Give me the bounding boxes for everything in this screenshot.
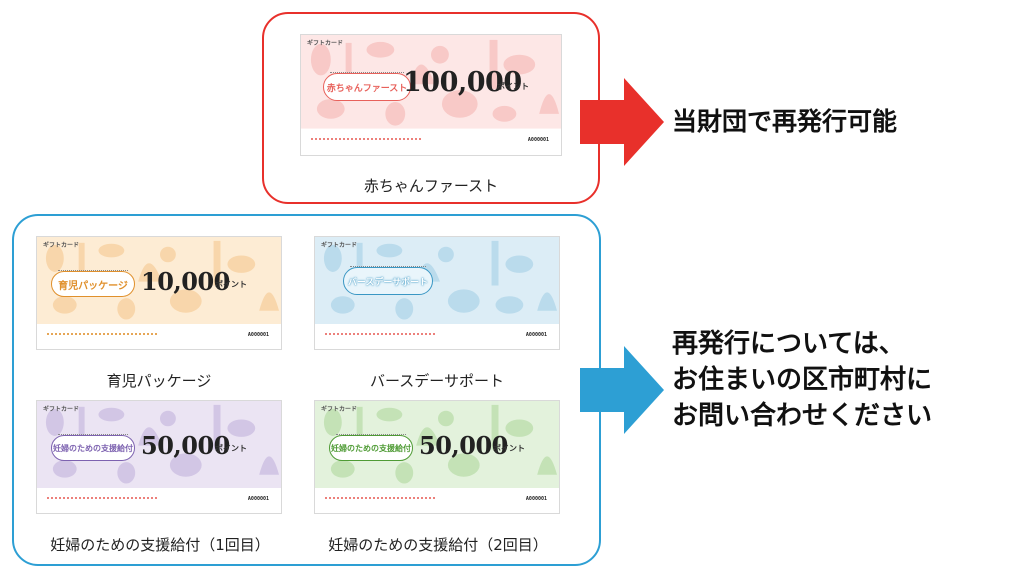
card-serial: A000001 xyxy=(527,137,549,143)
caption-akachan: 赤ちゃんファースト xyxy=(363,177,499,195)
card-brand: ギフトカード xyxy=(321,406,358,413)
card-brand: ギフトカード xyxy=(43,242,80,249)
card-logo-text: 赤ちゃんファースト xyxy=(326,83,408,94)
card-serial: A000001 xyxy=(525,332,547,339)
card-logo: 妊婦のための支援給付 xyxy=(329,434,413,461)
card-amount: 50,000 xyxy=(141,431,230,460)
blue-arrow-icon xyxy=(580,346,664,434)
note-blue: 再発行については、 お住まいの区市町村に お問い合わせください xyxy=(672,326,932,434)
note-blue-line-2: お住まいの区市町村に xyxy=(672,365,933,395)
card-logo-text: 妊婦のための支援給付 xyxy=(331,443,411,453)
card-logo-text: 妊婦のための支援給付 xyxy=(53,443,133,453)
card-logo-text: 育児パッケージ xyxy=(58,280,128,292)
card-unit: ポイント xyxy=(497,82,529,91)
card-serial: A000001 xyxy=(247,496,269,503)
card-serial: A000001 xyxy=(247,332,269,339)
card-logo-text: バースデーサポート xyxy=(347,277,429,288)
card-logo: 妊婦のための支援給付 xyxy=(51,434,135,461)
card-serial: A000001 xyxy=(525,496,547,503)
red-arrow-icon xyxy=(580,78,664,166)
note-red: 当財団で再発行可能 xyxy=(672,107,898,136)
card-brand: ギフトカード xyxy=(307,40,344,47)
card-unit: ポイント xyxy=(493,444,525,453)
card-brand: ギフトカード xyxy=(43,406,80,413)
caption-ikuji: 育児パッケージ xyxy=(106,372,212,390)
note-blue-line-3: お問い合わせください xyxy=(672,401,933,431)
card-brand: ギフトカード xyxy=(321,242,358,249)
gift-card-ninpu-1: ギフトカード 妊婦のための支援給付 50,000 ポイント A000001 xyxy=(36,400,282,514)
card-pattern xyxy=(301,35,561,129)
card-logo: 育児パッケージ xyxy=(51,270,135,297)
card-logo: バースデーサポート xyxy=(343,266,433,295)
caption-ninpu-1: 妊婦のための支援給付（1回目） xyxy=(50,536,270,554)
card-unit: ポイント xyxy=(215,280,247,289)
card-amount: 10,000 xyxy=(141,267,230,296)
gift-card-ninpu-2: ギフトカード 妊婦のための支援給付 50,000 ポイント A000001 xyxy=(314,400,560,514)
caption-ninpu-2: 妊婦のための支援給付（2回目） xyxy=(328,536,548,554)
card-logo: 赤ちゃんファースト xyxy=(323,72,411,101)
card-unit: ポイント xyxy=(215,444,247,453)
gift-card-ikuji: ギフトカード 育児パッケージ 10,000 ポイント A000001 xyxy=(36,236,282,350)
gift-card-birthday: ギフトカード バースデーサポート A000001 xyxy=(314,236,560,350)
note-blue-line-1: 再発行については、 xyxy=(672,329,905,359)
card-amount: 100,000 xyxy=(403,67,522,98)
card-amount: 50,000 xyxy=(419,431,508,460)
gift-card-akachan: ギフトカード 赤ちゃんファースト 100,000 ポイント A000001 xyxy=(300,34,562,156)
caption-birthday: バースデーサポート xyxy=(370,372,504,390)
card-pattern xyxy=(37,401,281,489)
